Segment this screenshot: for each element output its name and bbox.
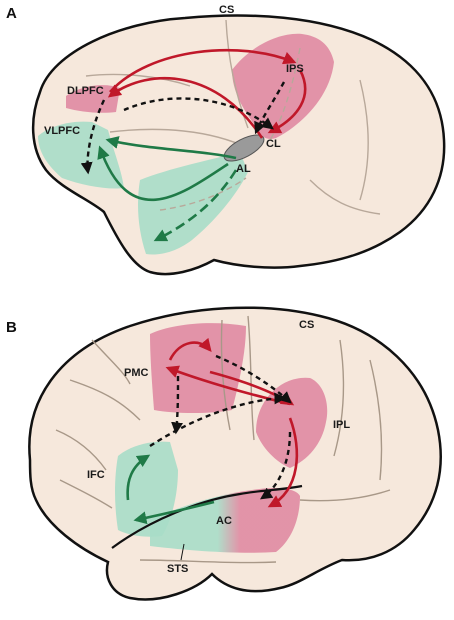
- panel-a-dorsal-arrows: [107, 48, 307, 139]
- panel-a-sulci: [85, 19, 381, 215]
- auditory-cortex-region: [150, 488, 300, 553]
- panel-a-feedback-arrows: [80, 81, 286, 175]
- sylvian-fissure: [111, 484, 303, 549]
- panel-b-sulci: [55, 315, 391, 564]
- label-ipl: IPL: [333, 419, 350, 431]
- label-sts: STS: [167, 563, 188, 575]
- label-cs-b: CS: [299, 319, 314, 331]
- label-ac: AC: [216, 515, 232, 527]
- label-cl: CL: [266, 138, 281, 150]
- panel-b: B: [6, 306, 442, 601]
- label-ips: IPS: [286, 63, 304, 75]
- panel-a-letter: A: [6, 5, 17, 22]
- panel-a-ventral-arrows: [97, 136, 238, 242]
- label-vlpfc: VLPFC: [44, 125, 80, 137]
- panel-a: A: [6, 4, 446, 276]
- pmc-region: [150, 323, 246, 413]
- label-cs-a: CS: [219, 4, 234, 16]
- panel-b-feedback-arrows: [149, 354, 292, 500]
- label-ifc: IFC: [87, 469, 105, 481]
- label-pmc: PMC: [124, 367, 149, 379]
- sts-pointer: [180, 543, 185, 561]
- dlpfc-region: [66, 85, 120, 113]
- label-al: AL: [236, 163, 251, 175]
- lateral-sulcus-opening: [223, 134, 265, 162]
- panel-b-letter: B: [6, 319, 17, 336]
- vlpfc-region: [38, 121, 124, 189]
- parietal-ips-region: [232, 33, 334, 139]
- label-dlpfc: DLPFC: [67, 85, 104, 97]
- panel-b-ventral-arrows: [126, 454, 215, 525]
